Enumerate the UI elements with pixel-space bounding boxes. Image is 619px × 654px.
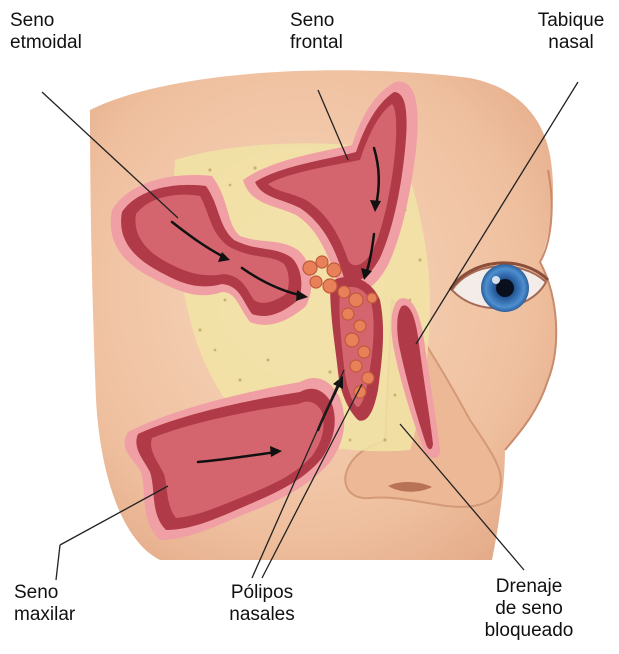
label-septum-line2: nasal [524,32,618,54]
label-ethmoid-line2: etmoidal [10,32,82,54]
label-frontal-sinus: Seno frontal [290,10,343,54]
label-maxillary-line1: Seno [14,582,75,604]
label-maxillary-sinus: Seno maxilar [14,582,75,626]
label-frontal-line1: Seno [290,10,343,32]
label-blocked-line2: de seno [470,598,588,620]
label-polyps-line1: Pólipos [212,582,312,604]
label-nasal-septum: Tabique nasal [524,10,618,54]
label-septum-line1: Tabique [524,10,618,32]
label-blocked-line1: Drenaje [470,576,588,598]
label-polyps-line2: nasales [212,604,312,626]
label-ethmoid-sinus: Seno etmoidal [10,10,82,54]
label-frontal-line2: frontal [290,32,343,54]
label-ethmoid-line1: Seno [10,10,82,32]
leader-maxillary [56,545,60,580]
label-blocked-drainage: Drenaje de seno bloqueado [470,576,588,642]
label-nasal-polyps: Pólipos nasales [212,582,312,626]
label-maxillary-line2: maxilar [14,604,75,626]
label-blocked-line3: bloqueado [470,620,588,642]
